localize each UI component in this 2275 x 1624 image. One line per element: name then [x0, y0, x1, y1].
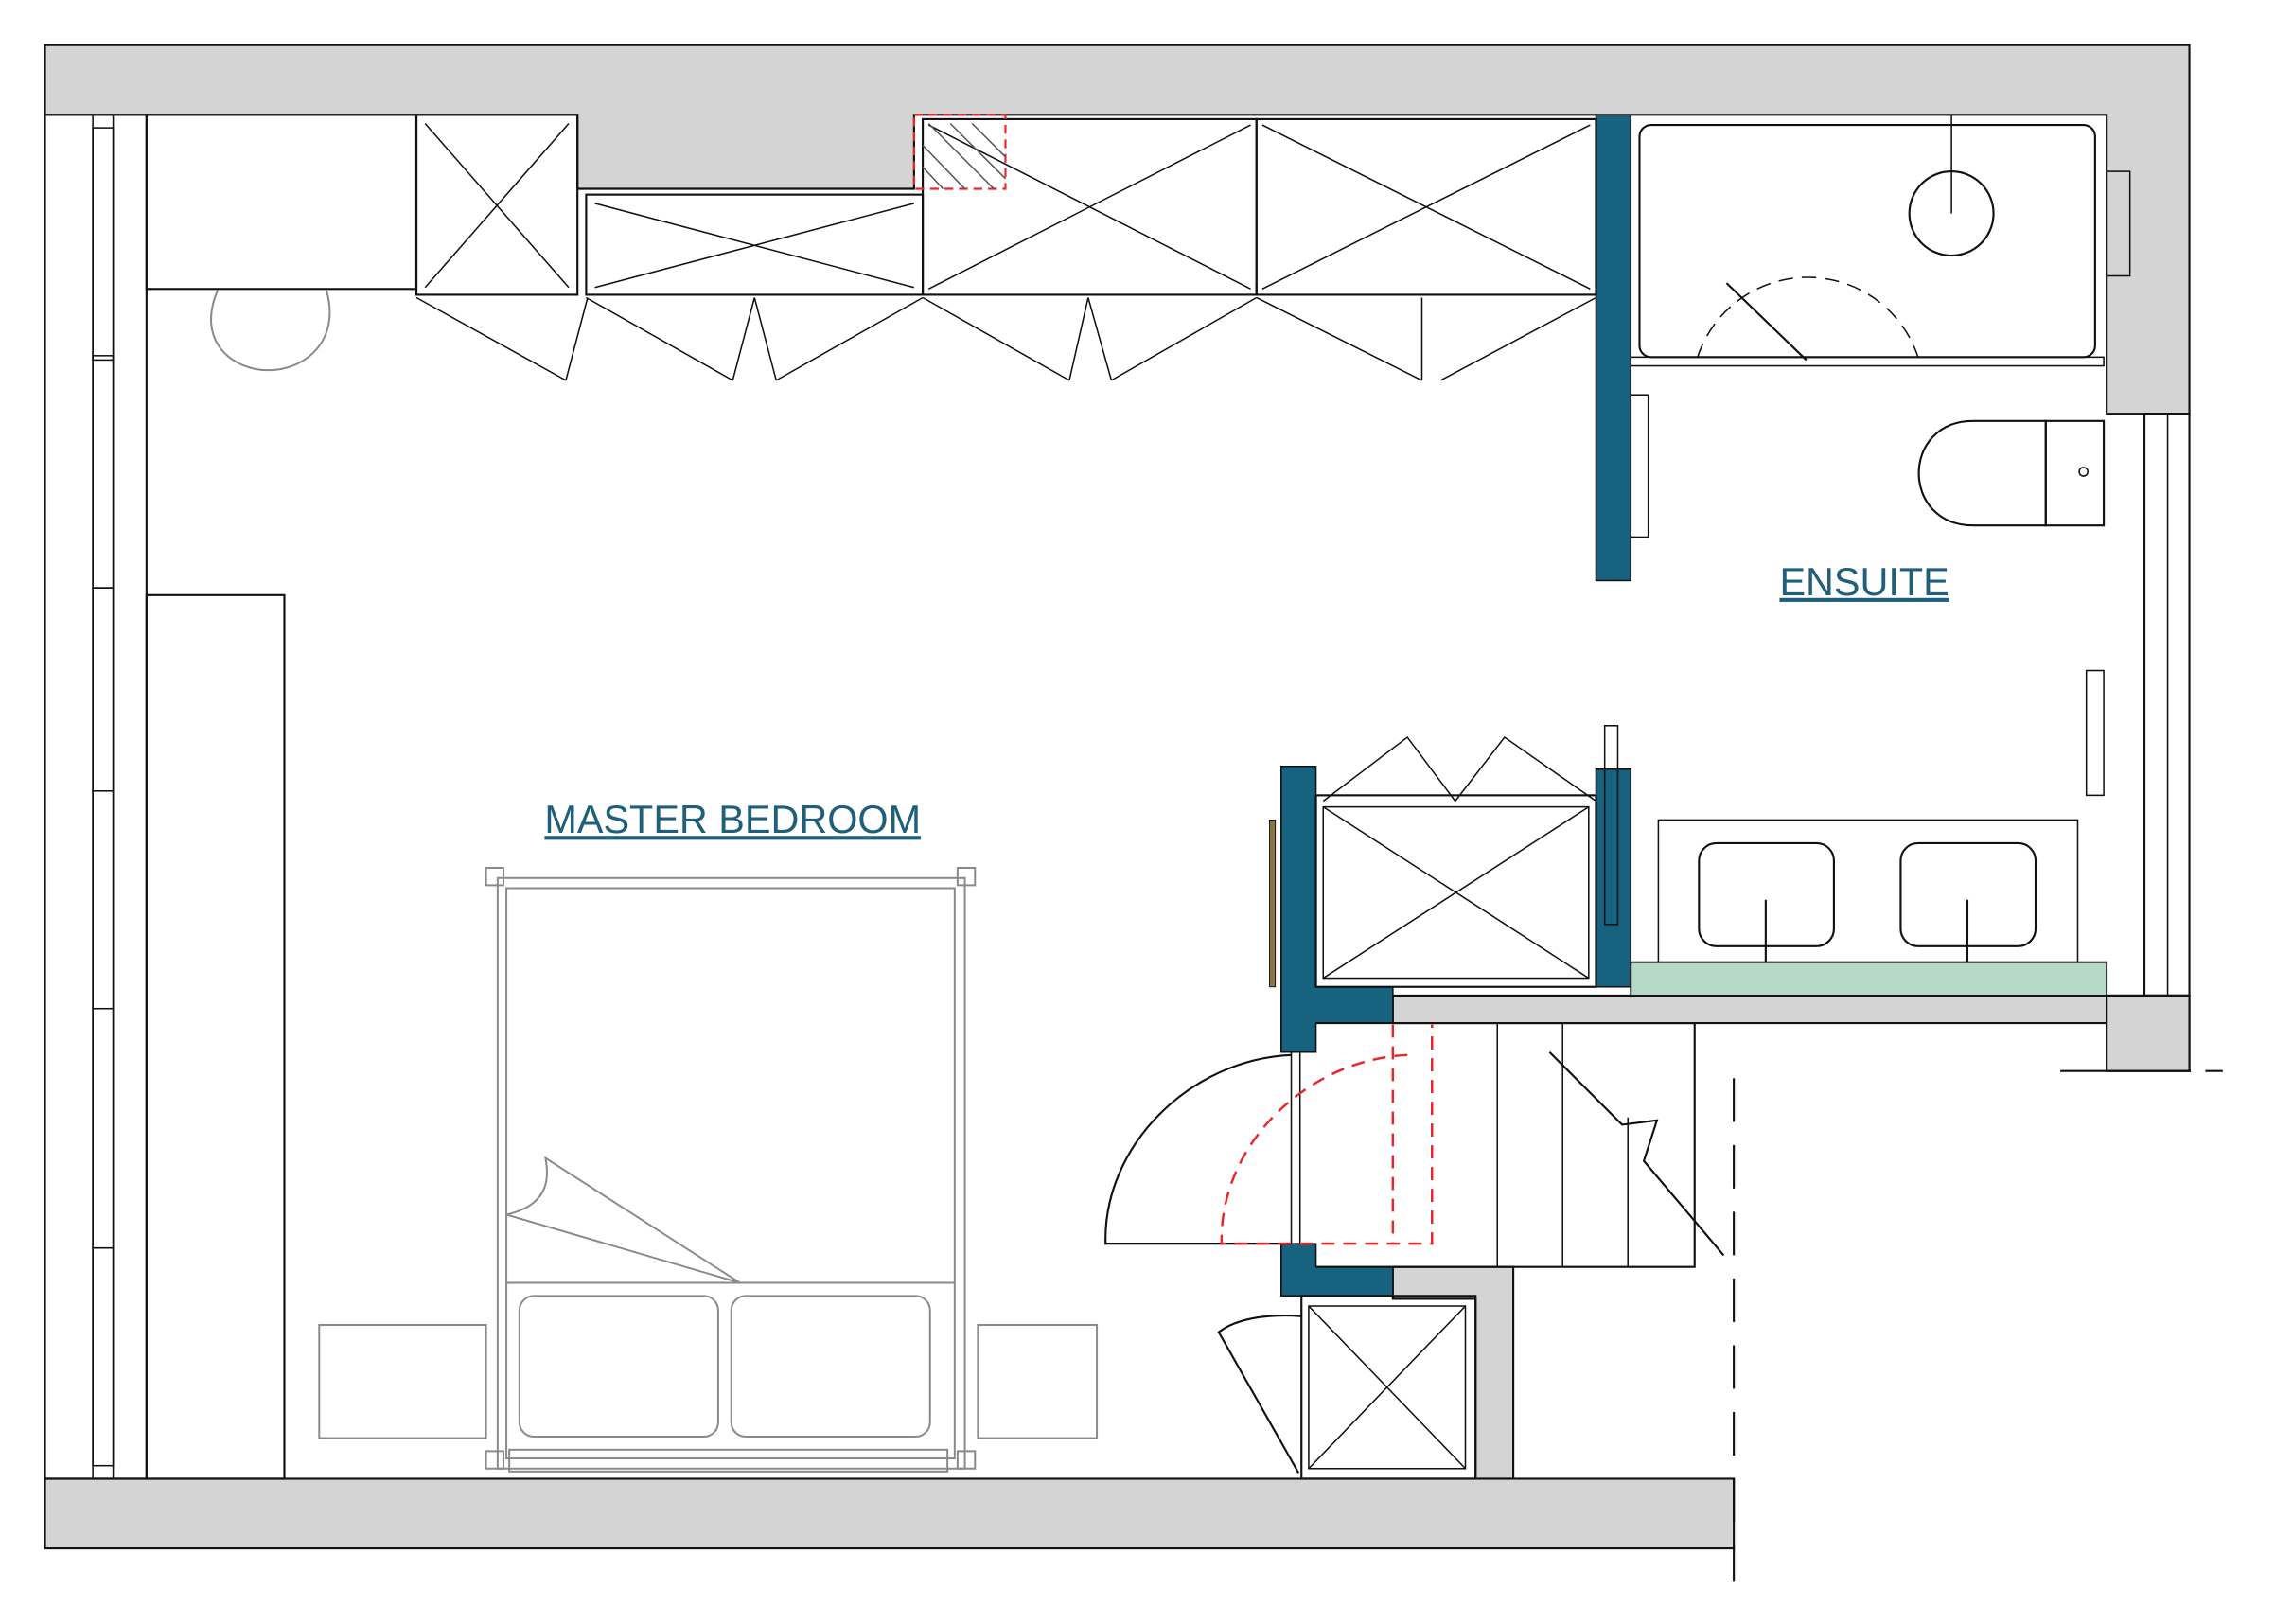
ensuite-label: ENSUITE — [1779, 560, 1949, 604]
double-vanity — [1657, 819, 2079, 963]
linen-cupboard — [1269, 725, 1619, 988]
toilet — [1917, 419, 2106, 527]
left-window-wall — [44, 114, 148, 1480]
bedside-table-right — [977, 1323, 1099, 1439]
new-walls — [1280, 114, 1632, 1297]
master-bedroom-label: MASTER BEDROOM — [544, 798, 921, 841]
stairs — [1315, 1022, 2235, 1582]
desk-chair — [210, 290, 331, 372]
existing-walls — [44, 44, 2191, 1550]
vanity-worktop — [1630, 961, 2108, 997]
right-window — [2085, 413, 2191, 997]
desk — [145, 114, 418, 291]
double-bed — [485, 867, 977, 1473]
bedroom-door — [1104, 1024, 1434, 1245]
small-cupboard — [1217, 1295, 1477, 1480]
bedside-table-left — [318, 1323, 487, 1439]
tall-cabinet — [145, 593, 286, 1480]
wardrobes — [414, 114, 1597, 381]
bath-shower — [1630, 115, 2131, 538]
